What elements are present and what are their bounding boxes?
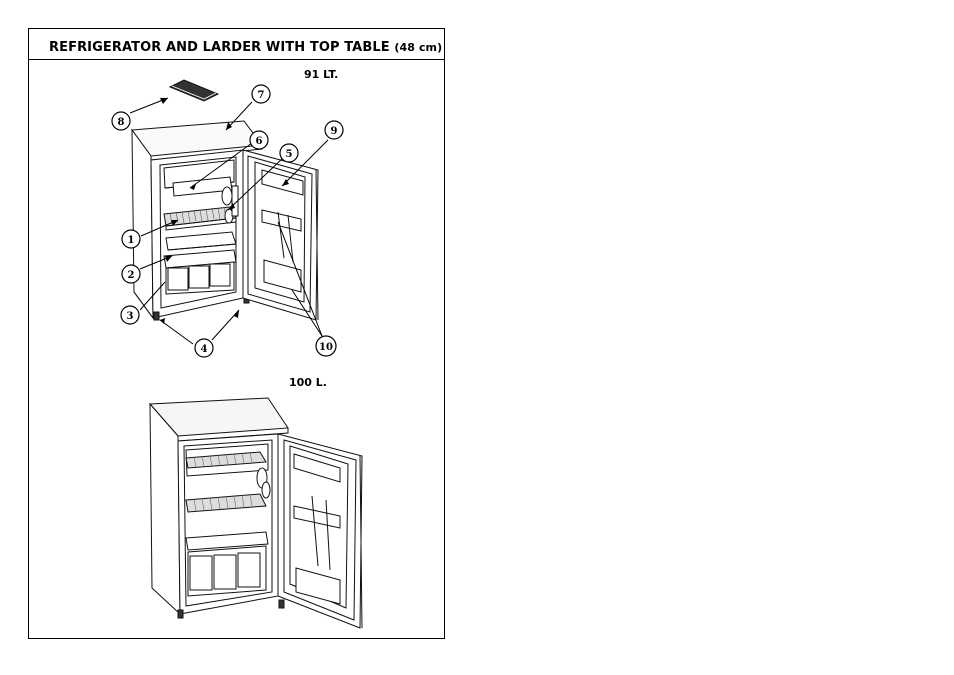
- callout-2-label: 2: [128, 270, 135, 281]
- model-label-91: 91 LT.: [304, 68, 339, 81]
- thermostat: [221, 185, 239, 224]
- shelves: [163, 206, 237, 251]
- callout-7: [251, 84, 271, 104]
- callout-leaders: [129, 97, 329, 345]
- title-unit: (48 cm): [394, 41, 443, 54]
- callout-8-label: 8: [118, 117, 125, 128]
- callout-4-label: 4: [201, 344, 208, 355]
- callout-10-label: 10: [319, 342, 333, 353]
- callout-1-label: 1: [128, 235, 135, 246]
- callout-1: [121, 229, 141, 249]
- callout-8: [111, 111, 131, 131]
- page-title: REFRIGERATOR AND LARDER WITH TOP TABLE (…: [49, 40, 442, 55]
- callout-arrowheads: [160, 98, 289, 324]
- model-label-100: 100 L.: [289, 376, 327, 389]
- callout-6: [249, 130, 269, 150]
- callout-6-label: 6: [256, 136, 263, 147]
- callout-3: [120, 305, 140, 325]
- callout-3-label: 3: [127, 311, 134, 322]
- callout-5: [279, 143, 299, 163]
- title-bar: REFRIGERATOR AND LARDER WITH TOP TABLE (…: [29, 29, 444, 60]
- callout-9: [324, 120, 344, 140]
- crisper-drawers: [165, 261, 235, 295]
- callout-10: [315, 335, 337, 357]
- callout-2: [121, 264, 141, 284]
- ice-tray: [168, 79, 220, 102]
- callout-9-label: 9: [331, 126, 338, 137]
- freezer-compartment: [163, 159, 235, 197]
- callout-circles: [111, 84, 344, 358]
- callout-5-label: 5: [286, 149, 293, 160]
- callout-7-label: 7: [258, 90, 265, 101]
- title-text: REFRIGERATOR AND LARDER WITH TOP TABLE: [49, 40, 390, 55]
- callout-4: [194, 338, 214, 358]
